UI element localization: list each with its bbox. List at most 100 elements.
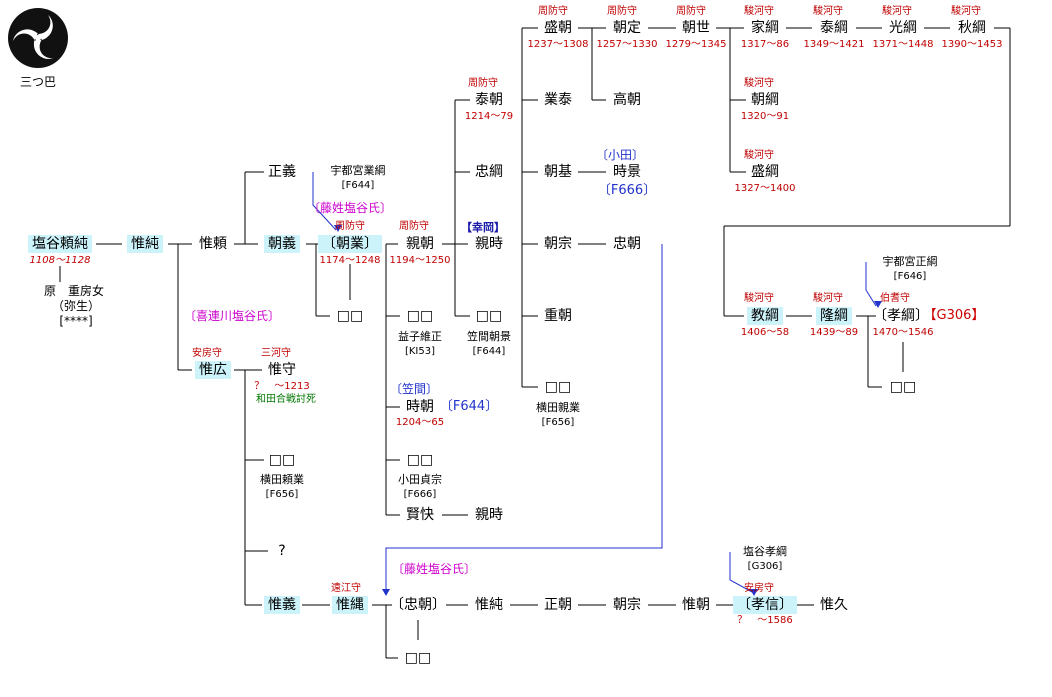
person-tomoyo: 朝世 bbox=[682, 20, 710, 36]
person-koremori: 惟守 bbox=[268, 362, 296, 378]
person-korenawa: 惟縄 bbox=[332, 596, 368, 614]
title-tomonari: 周防守 bbox=[335, 221, 365, 232]
note-kasama-tomokage: 笠間朝景 bbox=[467, 330, 511, 343]
person-unknown-chikatoki-son: □□ bbox=[475, 308, 503, 324]
ref-f644-b: [F644] bbox=[472, 346, 506, 357]
years-akitsuna: 1390～1453 bbox=[941, 39, 1003, 50]
person-koreyori: 惟頼 bbox=[199, 236, 227, 252]
title-takatsuna-2: 伯耆守 bbox=[880, 293, 910, 304]
years-yasutsuna: 1349～1421 bbox=[803, 39, 865, 50]
ref-f646: [F646] bbox=[893, 271, 927, 282]
title-mitsutsuna: 駿河守 bbox=[882, 6, 912, 17]
years-tomotsuna: 1320～91 bbox=[740, 111, 790, 122]
person-korezumi: 惟純 bbox=[127, 235, 163, 253]
crest-caption: 三つ巴 bbox=[19, 75, 57, 89]
arrow-head bbox=[750, 589, 758, 596]
note-mother-2: （弥生） bbox=[51, 299, 101, 313]
title-noritsuna: 駿河守 bbox=[744, 293, 774, 304]
ref-f666-b: 〔F666〕 bbox=[597, 183, 657, 198]
title-koremori: 三河守 bbox=[261, 348, 291, 359]
person-takatomo: 高朝 bbox=[613, 92, 641, 108]
person-unknown-chikatomo-son: □□ bbox=[406, 308, 434, 324]
person-tokikage: 時景 bbox=[613, 164, 641, 180]
years-tomoyo: 1279～1345 bbox=[665, 39, 727, 50]
arrow-head bbox=[874, 301, 882, 308]
mitsudomoe-icon bbox=[8, 8, 68, 68]
person-shigetomo: 重朝 bbox=[544, 308, 572, 324]
title-yasutomo: 周防守 bbox=[468, 78, 498, 89]
connector-path bbox=[865, 262, 877, 307]
note-utsunomiya-masatsuna: 宇都宮正綱 bbox=[882, 255, 938, 268]
person-tomosada: 朝定 bbox=[613, 20, 641, 36]
person-tadatomo-2: 〔忠朝〕 bbox=[390, 597, 446, 613]
person-gyotai: 業泰 bbox=[544, 92, 572, 108]
person-unknown-q: ? bbox=[278, 543, 286, 559]
label-fujiwara-shioya-2: 〔藤姓塩谷氏〕 bbox=[391, 562, 477, 576]
person-tadatomo: 忠朝 bbox=[613, 236, 641, 252]
person-moritsuna: 盛綱 bbox=[751, 164, 779, 180]
title-korenawa: 遠江守 bbox=[331, 583, 361, 594]
connector-path bbox=[729, 552, 753, 593]
person-chikatoki-2: 親時 bbox=[475, 507, 503, 523]
person-tomoyoshi: 朝義 bbox=[264, 235, 300, 253]
note-utsunomiya-narikuni: 宇都宮業綱 bbox=[330, 164, 386, 177]
years-tomosada: 1257～1330 bbox=[596, 39, 658, 50]
person-tomomoto: 朝基 bbox=[544, 164, 572, 180]
years-takanobu: ？ ～1586 bbox=[737, 615, 793, 626]
ref-ki53: [KI53] bbox=[404, 346, 436, 357]
person-unknown-takatsuna-son: □□ bbox=[889, 379, 917, 395]
years-moritsuna: 1327～1400 bbox=[734, 183, 796, 194]
person-tomonari: 〔朝業〕 bbox=[318, 235, 382, 253]
person-korehisa: 惟久 bbox=[820, 597, 848, 613]
title-moritsuna: 駿河守 bbox=[744, 150, 774, 161]
person-tadatsuna: 忠綱 bbox=[475, 164, 503, 180]
person-noritsuna: 教綱 bbox=[747, 307, 783, 325]
title-akitsuna: 駿河守 bbox=[951, 6, 981, 17]
years-yasutomo: 1214～79 bbox=[464, 111, 514, 122]
years-ietsuna: 1317～86 bbox=[740, 39, 790, 50]
person-unknown-oda: □□ bbox=[406, 452, 434, 468]
years-takatsuna: 1439～89 bbox=[809, 327, 859, 338]
note-mother-1: 原 重房女 bbox=[43, 284, 105, 298]
label-koma: 【幸岡】 bbox=[461, 221, 505, 234]
person-chikatoki: 親時 bbox=[475, 236, 503, 252]
person-yasutomo: 泰朝 bbox=[475, 92, 503, 108]
person-korehiro: 惟広 bbox=[195, 361, 231, 379]
note-wada-battle: 和田合戦討死 bbox=[256, 394, 316, 405]
person-takatsuna-2: 〔孝綱〕 bbox=[873, 308, 929, 324]
connector-path bbox=[312, 172, 337, 231]
ref-g306-a: [G306] bbox=[747, 561, 783, 572]
person-koreyoshi: 惟義 bbox=[264, 596, 300, 614]
note-yokota-chikanari: 横田親業 bbox=[536, 401, 580, 414]
person-tomomune: 朝宗 bbox=[544, 236, 572, 252]
person-unknown-yorinari: □□ bbox=[268, 452, 296, 468]
note-oda-sadamune: 小田貞宗 bbox=[398, 473, 442, 486]
ref-f644-c: 〔F644〕 bbox=[439, 399, 499, 414]
years-yorizumi: 1108～1128 bbox=[29, 255, 91, 266]
note-shioya-takatsuna: 塩谷孝綱 bbox=[743, 545, 787, 558]
years-koremori: ？ ～1213 bbox=[254, 381, 310, 392]
title-takanobu: 安房守 bbox=[744, 583, 774, 594]
ref-f656-b: [F656] bbox=[265, 489, 299, 500]
person-moritomo: 盛朝 bbox=[544, 20, 572, 36]
title-korehiro: 安房守 bbox=[192, 348, 222, 359]
label-kasama: 〔笠間〕 bbox=[389, 382, 439, 396]
person-mitsutsuna: 光綱 bbox=[889, 20, 917, 36]
person-unknown-yokota: □□ bbox=[544, 379, 572, 395]
person-ietsuna: 家綱 bbox=[751, 20, 779, 36]
years-mitsutsuna: 1371～1448 bbox=[872, 39, 934, 50]
connector-path bbox=[385, 244, 663, 590]
person-kenkai: 賢快 bbox=[406, 507, 434, 523]
person-tomotsuna: 朝綱 bbox=[751, 92, 779, 108]
person-korezumi-2: 惟純 bbox=[475, 597, 503, 613]
arrow-head bbox=[382, 589, 390, 596]
person-unknown-tadatomo2-son: □□ bbox=[404, 650, 432, 666]
years-moritomo: 1237～1308 bbox=[527, 39, 589, 50]
person-takanobu: 〔孝信〕 bbox=[733, 596, 797, 614]
person-yorizumi: 塩谷頼純 bbox=[28, 235, 92, 253]
title-moritomo: 周防守 bbox=[538, 6, 568, 17]
note-mashiko: 益子維正 bbox=[398, 330, 442, 343]
person-koretomo: 惟朝 bbox=[682, 597, 710, 613]
ref-f656-a: [F656] bbox=[541, 417, 575, 428]
person-yasutsuna: 泰綱 bbox=[820, 20, 848, 36]
